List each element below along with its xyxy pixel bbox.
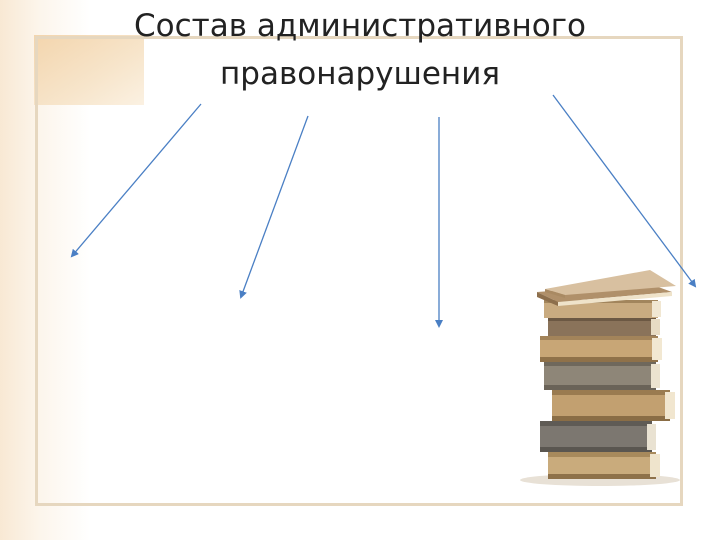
arrow-objective-side bbox=[239, 115, 309, 299]
book-icon bbox=[552, 390, 675, 421]
book-icon bbox=[544, 362, 660, 390]
slide-frame bbox=[35, 36, 683, 506]
book-icon bbox=[545, 270, 676, 298]
arrow-subjective-side bbox=[552, 94, 697, 288]
book-icon bbox=[548, 452, 660, 479]
arrow-object bbox=[70, 103, 202, 258]
book-icon bbox=[548, 318, 660, 336]
book-icon bbox=[540, 421, 656, 452]
corner-decoration-block bbox=[34, 35, 144, 105]
book-icon bbox=[540, 336, 662, 362]
slide-title: Состав административного правонарушения bbox=[134, 8, 586, 92]
